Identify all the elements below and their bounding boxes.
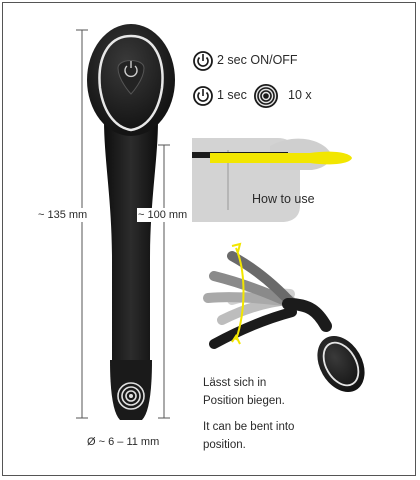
mode-count-text: 10 x (288, 88, 312, 102)
bend-diagram (203, 242, 365, 393)
total-length-dimension-line (76, 29, 88, 419)
how-to-use-label: How to use (252, 192, 315, 206)
bend-note-en-line1: It can be bent into (203, 421, 295, 433)
mode-press-text: 1 sec (217, 88, 247, 102)
power-hold-icon (193, 51, 213, 71)
insertable-length-dimension-line (158, 144, 170, 419)
power-hold-text: 2 sec ON/OFF (217, 53, 298, 67)
diameter-label: Ø ~ 6 – 11 mm (87, 436, 160, 448)
power-press-icon (193, 86, 213, 106)
total-length-label: ~ 135 mm (37, 208, 89, 222)
mode-ring-icon (254, 84, 278, 108)
power-button-icon (117, 60, 145, 95)
insertable-length-label: ~ 100 mm (137, 208, 189, 222)
bend-note-de-line1: Lässt sich in (203, 377, 267, 389)
bend-note-en-line2: position. (203, 439, 246, 451)
bend-note-de: Lässt sich in Position biegen. (203, 374, 343, 410)
bend-note-en: It can be bent into position. (203, 418, 353, 454)
mode-button-icon (115, 380, 147, 412)
image-frame (2, 2, 416, 476)
bend-note-de-line2: Position biegen. (203, 395, 285, 407)
how-to-use-diagram (192, 138, 352, 222)
